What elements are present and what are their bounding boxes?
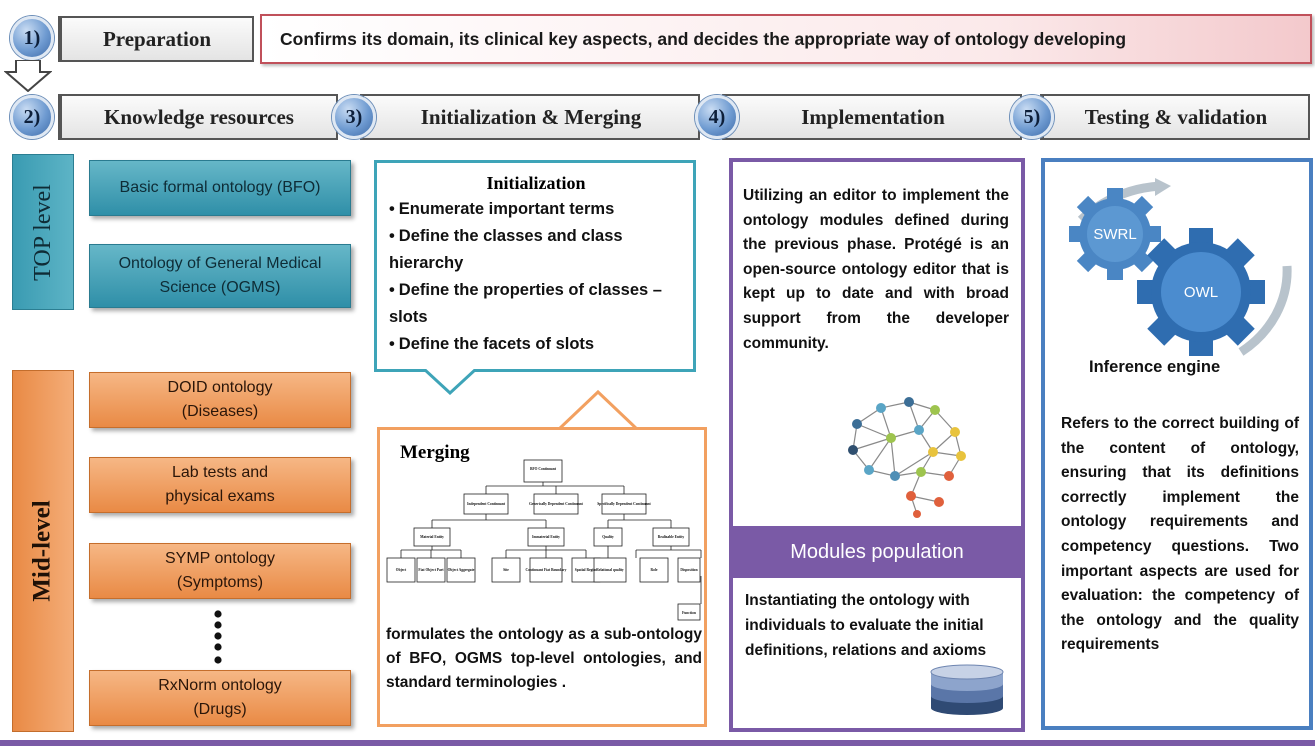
down-arrow-icon <box>4 60 52 92</box>
step3-number: 3) <box>345 105 363 128</box>
mid-item-symp: SYMP ontology (Symptoms) <box>89 543 351 599</box>
mid-item-lab-tests: Lab tests and physical exams <box>89 457 351 513</box>
initialization-box: Initialization Enumerate important terms… <box>374 160 696 372</box>
brain-network-icon <box>848 397 966 518</box>
initialization-title: Initialization <box>486 173 586 193</box>
tree-node: Continuant Fiat Boundary <box>526 568 567 572</box>
mid-level-label: Mid-level <box>29 500 57 602</box>
tree-node: Independent Continuant <box>467 502 506 506</box>
init-bullet: Define the classes and class hierarchy <box>389 223 683 277</box>
mid-level-band: Mid-level <box>12 370 74 732</box>
step4-bar: Implementation <box>722 94 1022 140</box>
step5-number-badge: 5) <box>1010 95 1054 139</box>
top-item-bfo: Basic formal ontology (BFO) <box>89 160 351 216</box>
top-level-label: TOP level <box>29 183 56 281</box>
step2-label: Knowledge resources <box>104 104 294 129</box>
merging-title: Merging <box>400 442 470 463</box>
step1-description: Confirms its domain, its clinical key as… <box>280 28 1127 49</box>
implementation-box: Utilizing an editor to implement the ont… <box>729 158 1025 732</box>
tree-node: Site <box>503 568 509 572</box>
tree-node: Generically Dependent Continuant <box>529 502 584 506</box>
mid-item-lab-line1: Lab tests and <box>171 464 269 481</box>
tree-node: Spatial Region <box>575 568 597 572</box>
step1-description-box: Confirms its domain, its clinical key as… <box>260 14 1312 64</box>
initialization-callout-tail <box>422 369 478 395</box>
top-item-ogms-label: Ontology of General Medical Science (OGM… <box>118 255 322 296</box>
step1-number: 1) <box>23 26 41 49</box>
implementation-description: Utilizing an editor to implement the ont… <box>743 187 1009 352</box>
mid-item-lab-line2: physical exams <box>165 488 275 505</box>
mid-item-symp-line1: SYMP ontology <box>165 550 275 567</box>
step4-label: Implementation <box>801 104 945 129</box>
inference-engine-label: Inference engine <box>1089 358 1221 376</box>
testing-box: SWRL OWL Inference engine Refers to the … <box>1041 158 1313 730</box>
step5-label: Testing & validation <box>1084 104 1268 129</box>
tree-node: Specifically Dependent Continuant <box>597 502 651 506</box>
tree-node: Object <box>396 568 407 572</box>
step5-number: 5) <box>1023 105 1041 128</box>
database-icon <box>930 664 1004 715</box>
top-level-band: TOP level <box>12 154 74 310</box>
gears-icon: SWRL OWL <box>1069 178 1292 356</box>
step4-number: 4) <box>708 105 726 128</box>
tree-node: Disposition <box>680 568 697 572</box>
step1-bar: Preparation <box>58 16 254 62</box>
tree-node: Quality <box>602 535 614 539</box>
bottom-border-bar <box>0 740 1315 746</box>
step3-number-badge: 3) <box>332 95 376 139</box>
step3-label: Initialization & Merging <box>420 104 642 129</box>
modules-description: Instantiating the ontology with individu… <box>745 592 987 659</box>
testing-description: Refers to the correct building of the co… <box>1061 415 1299 654</box>
step2-bar: Knowledge resources <box>58 94 338 140</box>
step3-bar: Initialization & Merging <box>360 94 700 140</box>
init-bullet: Define the facets of slots <box>389 331 683 358</box>
merging-box: Merging <box>377 427 707 727</box>
init-bullet: Define the properties of classes – slots <box>389 277 683 331</box>
vertical-dots-icon <box>214 610 222 664</box>
tree-node: Realizable Entity <box>658 535 685 539</box>
tree-node: Function <box>682 611 696 615</box>
merging-description: formulates the ontology as a sub-ontolog… <box>386 626 702 691</box>
init-bullet-list: Enumerate important terms Define the cla… <box>389 196 683 358</box>
bfo-tree-diagram: BFO Continuant Independent Continuant Ge… <box>386 459 702 621</box>
tree-node: Material Entity <box>420 535 444 539</box>
gear-small-label: SWRL <box>1093 226 1136 243</box>
mid-item-doid-line2: (Diseases) <box>181 403 259 420</box>
tree-node: Object Aggregate <box>448 568 475 572</box>
merging-callout-tail <box>556 389 640 430</box>
step1-number-badge: 1) <box>10 16 54 60</box>
mid-item-doid-line1: DOID ontology <box>167 379 273 396</box>
step2-number: 2) <box>23 105 41 128</box>
modules-population-title: Modules population <box>790 540 964 563</box>
tree-node: Role <box>651 568 658 572</box>
step1-label: Preparation <box>102 26 212 51</box>
modules-population-header: Modules population <box>733 526 1021 578</box>
tree-node: Immaterial Entity <box>532 535 560 539</box>
step2-number-badge: 2) <box>10 95 54 139</box>
mid-item-doid: DOID ontology (Diseases) <box>89 372 351 428</box>
tree-node-root: BFO Continuant <box>530 467 557 471</box>
tree-node: Fiat Object Part <box>418 568 444 572</box>
gear-large-label: OWL <box>1184 284 1218 301</box>
top-item-bfo-label: Basic formal ontology (BFO) <box>119 179 321 196</box>
step4-number-badge: 4) <box>695 95 739 139</box>
mid-item-symp-line2: (Symptoms) <box>176 574 264 591</box>
step5-bar: Testing & validation <box>1040 94 1310 140</box>
init-bullet: Enumerate important terms <box>389 196 683 223</box>
mid-item-rxnorm-line1: RxNorm ontology <box>158 677 282 694</box>
mid-item-rxnorm-line2: (Drugs) <box>193 701 247 718</box>
mid-item-rxnorm: RxNorm ontology (Drugs) <box>89 670 351 726</box>
top-item-ogms: Ontology of General Medical Science (OGM… <box>89 244 351 308</box>
tree-node: Relational quality <box>596 568 624 572</box>
